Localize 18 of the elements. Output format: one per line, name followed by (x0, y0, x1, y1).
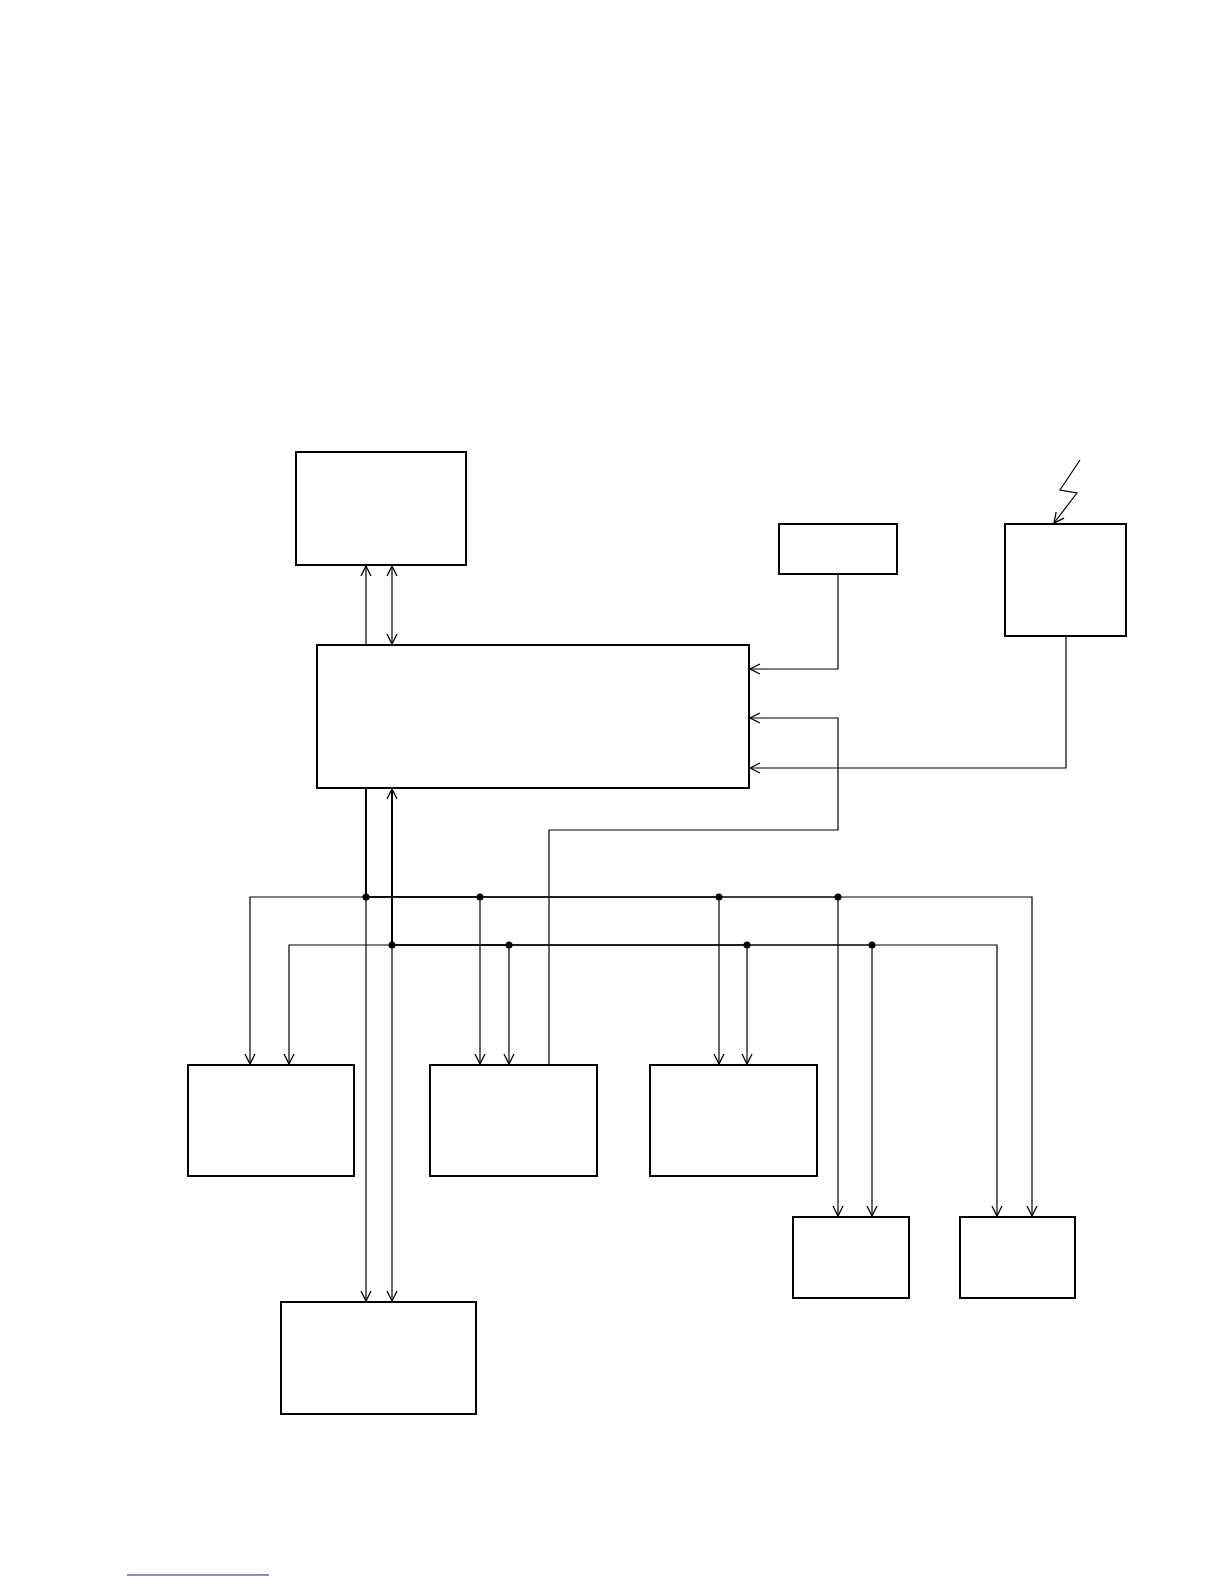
arrow (749, 636, 1067, 774)
block-box (792, 1216, 910, 1299)
block-box (295, 451, 467, 566)
block-box (649, 1064, 818, 1177)
arrow (749, 574, 839, 675)
block-box (316, 644, 750, 789)
block-box (1004, 523, 1127, 637)
lightning-arrow (1053, 459, 1081, 524)
block-box (959, 1216, 1076, 1299)
block-box (429, 1064, 598, 1177)
arrow (386, 565, 398, 645)
arrow (386, 788, 398, 1302)
block-box (280, 1301, 477, 1415)
arrow (360, 788, 372, 1302)
block-box (187, 1064, 355, 1177)
arrow (548, 712, 839, 1065)
arrow (360, 565, 372, 645)
block-box (778, 523, 898, 575)
